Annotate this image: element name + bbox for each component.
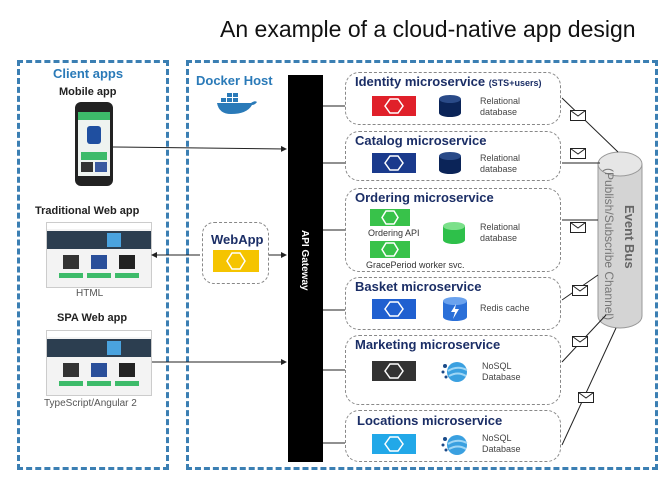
envelope-icon bbox=[570, 222, 586, 233]
locations-container-icon bbox=[372, 434, 416, 454]
webapp-container-icon bbox=[213, 250, 259, 272]
spa-web-app-label: SPA Web app bbox=[57, 312, 128, 324]
catalog-container-icon bbox=[372, 153, 416, 173]
basket-db-label: Redis cache bbox=[480, 303, 530, 313]
envelope-icon bbox=[570, 148, 586, 159]
identity-database-icon bbox=[439, 95, 461, 117]
marketing-db-label: NoSQL Database bbox=[482, 361, 521, 382]
identity-microservice-title: Identity microservice (STS+users) bbox=[355, 74, 542, 89]
marketing-microservice-title: Marketing microservice bbox=[355, 337, 501, 352]
marketing-container-icon bbox=[372, 361, 416, 381]
envelope-icon bbox=[570, 110, 586, 121]
traditional-web-sub: HTML bbox=[76, 288, 104, 299]
mobile-app-label: Mobile app bbox=[59, 86, 117, 98]
event-bus-title: Event Bus bbox=[622, 205, 637, 269]
docker-whale-icon bbox=[217, 93, 257, 114]
webapp-box bbox=[202, 222, 269, 284]
docker-host-frame bbox=[186, 60, 658, 470]
event-bus-cylinder bbox=[597, 151, 643, 329]
identity-title-suffix: (STS+users) bbox=[488, 78, 542, 88]
catalog-db-label: Relational database bbox=[480, 153, 521, 174]
locations-db-label: NoSQL Database bbox=[482, 433, 521, 454]
mobile-to-gateway-line bbox=[112, 145, 287, 152]
webapp-label: WebApp bbox=[211, 232, 264, 247]
docker-host-label: Docker Host bbox=[196, 73, 273, 88]
envelope-icon bbox=[578, 392, 594, 403]
api-gateway-label: API Gateway bbox=[299, 230, 310, 291]
api-gateway-bar bbox=[288, 75, 323, 462]
nosql-database-icon bbox=[441, 435, 468, 455]
redis-cache-icon bbox=[443, 297, 467, 321]
ordering-api-container-icon bbox=[370, 209, 410, 226]
client-apps-frame bbox=[17, 60, 169, 470]
envelope-icon bbox=[572, 285, 588, 296]
locations-microservice-title: Locations microservice bbox=[357, 413, 503, 428]
identity-container-icon bbox=[372, 96, 416, 116]
ordering-database-icon bbox=[443, 222, 465, 244]
envelope-icon bbox=[572, 336, 588, 347]
graceperiod-container-icon bbox=[370, 241, 410, 258]
ordering-microservice-title: Ordering microservice bbox=[355, 190, 494, 205]
catalog-microservice-title: Catalog microservice bbox=[355, 133, 487, 148]
basket-container-icon bbox=[372, 299, 416, 319]
page-title: An example of a cloud-native app design bbox=[220, 16, 636, 42]
identity-db-label: Relational database bbox=[480, 96, 521, 117]
event-bus-subtitle: (Publish/Subscribe Channel) bbox=[602, 168, 616, 321]
nosql-database-icon bbox=[441, 362, 468, 382]
mobile-phone-image bbox=[75, 102, 113, 186]
client-apps-header: Client apps bbox=[53, 66, 124, 81]
spa-web-sub: TypeScript/Angular 2 bbox=[44, 398, 137, 409]
ordering-db-label: Relational database bbox=[480, 222, 521, 243]
catalog-database-icon bbox=[439, 152, 461, 174]
traditional-web-app-label: Traditional Web app bbox=[35, 205, 140, 217]
spa-web-screenshot bbox=[46, 330, 152, 396]
ordering-api-label: Ordering API bbox=[368, 228, 420, 238]
basket-microservice-title: Basket microservice bbox=[355, 279, 482, 294]
graceperiod-label: GracePeriod worker svc. bbox=[366, 260, 465, 270]
